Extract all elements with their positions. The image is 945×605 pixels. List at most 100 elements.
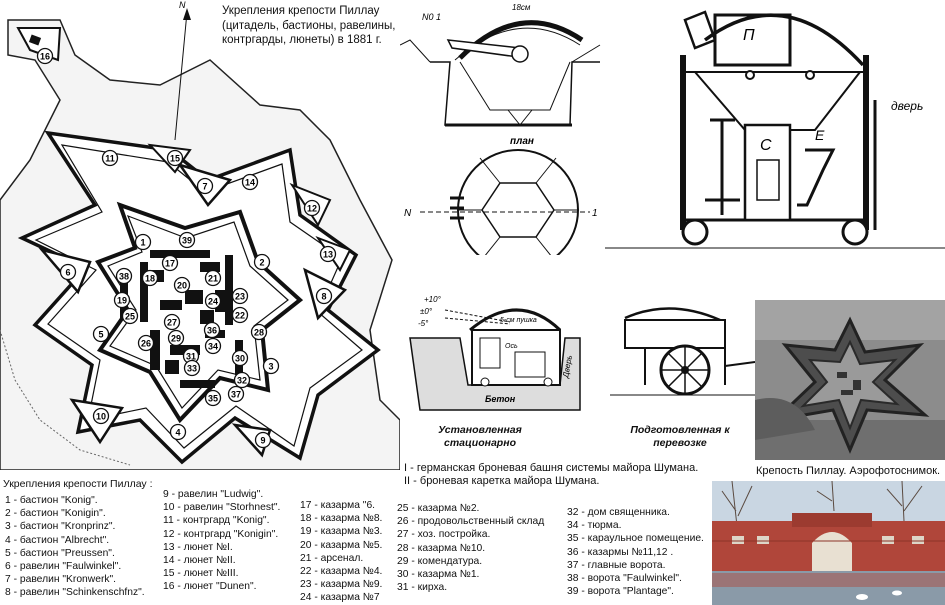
map-number-circle	[101, 149, 119, 167]
legend-entry: 21 - арсенал.	[300, 552, 364, 564]
svg-text:1: 1	[592, 208, 598, 219]
svg-text:5-см пушка: 5-см пушка	[500, 317, 537, 324]
map-number-label: 37	[231, 390, 241, 400]
legend-entry: 12 - контргард "Konigin".	[163, 528, 279, 540]
svg-text:Ось: Ось	[505, 343, 518, 350]
map-number-circle	[253, 253, 271, 271]
map-number-circle	[196, 177, 214, 195]
map-number-label: 2	[259, 258, 264, 268]
turret-drawing: N0 1 18см план N 1	[400, 0, 605, 255]
legend-entry: 37 - главные ворота.	[567, 559, 666, 571]
legend-col-1: 1 - бастион "Konig".2 - бастион "Konigin…	[5, 494, 145, 600]
map-number-circle	[254, 431, 272, 449]
map-number-label: 5	[98, 330, 103, 340]
map-number-circle	[121, 307, 139, 325]
map-number-circle	[319, 245, 337, 263]
svg-text:план: план	[510, 136, 534, 147]
svg-text:E: E	[815, 127, 825, 143]
north-arrow	[174, 11, 188, 141]
map-number-label: 4	[175, 428, 180, 438]
legend-col-2: 9 - равелин "Ludwig". 10 - равелин "Storh…	[163, 488, 280, 594]
legend-entry: 15 - люнет №III.	[163, 568, 239, 580]
map-number-circle	[204, 269, 222, 287]
map-number-circle	[178, 231, 196, 249]
svg-text:Бетон: Бетон	[485, 394, 516, 404]
svg-text:N0 1: N0 1	[422, 12, 441, 22]
map-number-label: 29	[171, 334, 181, 344]
map-number-circle	[204, 389, 222, 407]
legend-entry: 31 - кирха.	[397, 582, 448, 594]
legend-entry: 24 - казарма №7	[300, 592, 380, 604]
legend-entry: 7 - равелин "Kronwerk".	[5, 574, 117, 586]
map-number-circle	[115, 267, 133, 285]
legend-entry: 26 - продовольственный склад	[397, 516, 545, 528]
map-number-circle	[92, 325, 110, 343]
map-number-label: 8	[321, 292, 326, 302]
map-number-label: 15	[170, 154, 180, 164]
caption-carriage: II - броневая каретка майора Шумана.	[404, 475, 600, 487]
legend-entry: 22 - казарма №4.	[300, 565, 383, 577]
map-number-label: 1	[140, 238, 145, 248]
legend-entry: 10 - равелин "Storhnest".	[163, 502, 281, 514]
map-number-label: 18	[145, 274, 155, 284]
map-number-circle	[36, 47, 54, 65]
svg-text:+10°: +10°	[424, 295, 442, 304]
map-number-label: 27	[167, 318, 177, 328]
legend-entry: 18 - казарма №8.	[300, 513, 383, 525]
legend-entry: 39 - ворота "Plantage".	[567, 586, 674, 598]
map-number-label: 22	[235, 311, 245, 321]
gate-photo	[712, 481, 945, 605]
legend-entry: 5 - бастион "Preussen".	[5, 547, 115, 559]
legend-entry: 14 - люнет №II.	[163, 554, 236, 566]
svg-text:C: C	[760, 137, 772, 154]
map-number-label: 39	[182, 236, 192, 246]
map-number-label: 25	[125, 312, 135, 322]
legend-entry: 2 - бастион "Konigin".	[5, 508, 106, 520]
map-number-label: 26	[141, 339, 151, 349]
legend-entry: 16 - люнет "Dunen".	[163, 581, 257, 593]
map-number-circle	[241, 173, 259, 191]
svg-text:±0°: ±0°	[420, 307, 433, 316]
carriage-diagram: П C E дверь	[605, 0, 945, 255]
map-number-circle	[92, 407, 110, 425]
legend-entry: 32 - дом священника.	[567, 507, 670, 518]
legend-entry: 4 - бастион "Albrecht".	[5, 534, 110, 546]
map-number-label: 13	[323, 250, 333, 260]
map-number-circle	[303, 199, 321, 217]
legend-entry: 9 - равелин "Ludwig".	[163, 489, 264, 500]
map-number-circle	[167, 329, 185, 347]
legend-entry: 8 - равелин "Schinkenschfnz".	[5, 587, 145, 599]
legend-entry: 3 - бастион "Kronprinz".	[5, 521, 116, 533]
installed-diagram: +10° ±0° -5° 5-см пушка Ось Дверь Бетон	[400, 290, 755, 460]
north-label: N	[179, 0, 186, 10]
map-number-label: 23	[235, 292, 245, 302]
legend-entry: 11 - контргард "Konig".	[163, 515, 270, 527]
map-number-label: 24	[208, 297, 218, 307]
map-number-circle	[163, 313, 181, 331]
map-number-label: 12	[307, 204, 317, 214]
svg-text:Дверь: Дверь	[561, 354, 574, 379]
legend-entry: 38 - ворота "Faulwinkel".	[567, 572, 682, 584]
map-number-circle	[233, 371, 251, 389]
map-number-circle	[204, 337, 222, 355]
svg-text:-5°: -5°	[418, 319, 429, 328]
legend-entry: 29 - комендатура.	[397, 555, 483, 567]
svg-text:N: N	[404, 208, 412, 219]
aerial-photo	[755, 300, 945, 460]
map-number-label: 10	[96, 412, 106, 422]
map-number-label: 20	[177, 281, 187, 291]
citadel	[95, 201, 304, 424]
map-number-label: 17	[165, 259, 175, 269]
legend-col-4: 25 - казарма №2.26 - продовольственный с…	[397, 502, 544, 594]
map-number-label: 19	[117, 296, 127, 306]
map-number-circle	[231, 349, 249, 367]
map-number-circle	[227, 385, 245, 403]
map-number-label: 36	[207, 326, 217, 336]
legend-entry: 35 - караульное помещение.	[567, 533, 704, 545]
map-number-circle	[137, 334, 155, 352]
map-number-label: 7	[202, 182, 207, 192]
map-number-label: 34	[208, 342, 218, 352]
svg-text:18см: 18см	[512, 3, 531, 12]
legend-entry: 17 - казарма "6.	[300, 500, 376, 511]
